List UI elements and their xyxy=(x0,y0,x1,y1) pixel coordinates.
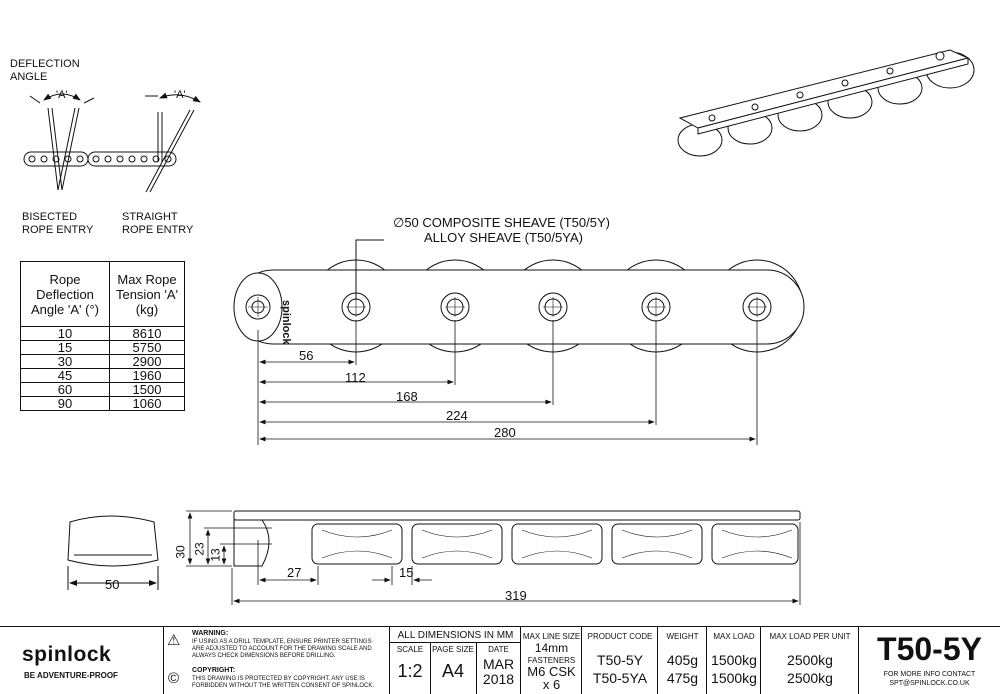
top-view xyxy=(233,259,805,353)
side-dimension-lines xyxy=(186,510,801,605)
side-view xyxy=(233,510,801,567)
warning-title: WARNING: xyxy=(192,630,229,637)
maxline-val: 14mm xyxy=(534,641,569,655)
dim-280: 280 xyxy=(494,425,516,440)
brand-tagline: BE ADVENTURE-PROOF xyxy=(24,671,118,680)
top-dimension-lines xyxy=(257,320,758,445)
date-year: 2018 xyxy=(482,671,515,687)
bisected-line1: BISECTED xyxy=(22,211,78,223)
dim-15: 15 xyxy=(399,565,414,580)
deflection-title-line2: ANGLE xyxy=(10,71,48,83)
copyright-text: THIS DRAWING IS PROTECTED BY COPYRIGHT. … xyxy=(192,676,375,689)
bisected-line2: ROPE ENTRY xyxy=(22,224,94,236)
product-cell: T50-5Y FOR MORE INFO CONTACT SPT@SPINLOC… xyxy=(858,627,1000,694)
deflection-diagram xyxy=(23,92,201,193)
callout-line2: ALLOY SHEAVE (T50/5YA) xyxy=(424,230,583,245)
copyright-title: COPYRIGHT: xyxy=(192,667,236,674)
fasteners-count: x 6 xyxy=(542,677,561,692)
weight-head: WEIGHT xyxy=(666,632,699,641)
maxline-head: MAX LINE SIZE xyxy=(522,632,581,641)
callout-line1: ∅50 COMPOSITE SHEAVE (T50/5Y) xyxy=(393,215,610,230)
straight-line2: ROPE ENTRY xyxy=(122,224,194,236)
dim-319: 319 xyxy=(505,588,527,603)
product-code-large: T50-5Y xyxy=(877,631,982,667)
dim-168: 168 xyxy=(396,389,418,404)
load-cell: MAX LOAD 1500kg 1500kg xyxy=(706,627,761,694)
end-view xyxy=(67,515,159,590)
unitload-1: 2500kg xyxy=(787,652,833,668)
date-head: DATE xyxy=(488,645,509,654)
weight-1: 405g xyxy=(666,652,699,668)
dim-27: 27 xyxy=(287,565,302,580)
fasteners-head: FASTENERS xyxy=(527,656,576,665)
weight-cell: WEIGHT 405g 475g xyxy=(657,627,707,694)
page-val: A4 xyxy=(441,661,465,681)
contact-email: SPT@SPINLOCK.CO.UK xyxy=(889,680,970,687)
dim-23: 23 xyxy=(192,542,207,556)
angle-label-right: 'A' xyxy=(174,89,186,101)
load-1: 1500kg xyxy=(711,652,757,668)
dim-50: 50 xyxy=(105,577,120,592)
copyright-icon: © xyxy=(168,670,180,687)
date-month: MAR xyxy=(482,656,515,672)
tension-table: Rope Deflection Angle 'A' (°) Max Rope T… xyxy=(20,261,185,411)
code-cell: PRODUCT CODE T50-5Y T50-5YA xyxy=(581,627,658,694)
table-header-angle: Rope Deflection Angle 'A' (°) xyxy=(20,261,110,327)
warning-icon: ⚠ xyxy=(167,632,181,649)
callout-leader xyxy=(355,239,384,300)
scale-val: 1:2 xyxy=(397,661,423,681)
isometric-view xyxy=(677,49,975,157)
fasteners-val: M6 CSK xyxy=(527,664,576,679)
table-header-tension: Max Rope Tension 'A' (kg) xyxy=(109,261,185,327)
load-2: 1500kg xyxy=(711,670,757,686)
deflection-title-line1: DEFLECTION xyxy=(10,58,80,70)
warning-text: IF USING AS A DRILL TEMPLATE, ENSURE PRI… xyxy=(192,639,372,659)
dim-56: 56 xyxy=(299,348,314,363)
code-2: T50-5YA xyxy=(592,670,648,686)
code-1: T50-5Y xyxy=(597,652,643,668)
dim-13: 13 xyxy=(208,548,223,562)
brand-logo: spinlock xyxy=(22,643,112,666)
unit-load-cell: MAX LOAD PER UNIT 2500kg 2500kg xyxy=(760,627,859,694)
weight-2: 475g xyxy=(666,670,699,686)
line-size-cell: MAX LINE SIZE 14mm FASTENERS M6 CSK x 6 xyxy=(520,627,582,694)
dim-30: 30 xyxy=(173,545,188,559)
contact-line1: FOR MORE INFO CONTACT xyxy=(883,671,976,678)
unitload-head: MAX LOAD PER UNIT xyxy=(769,632,851,641)
warning-cell: ⚠ WARNING: IF USING AS A DRILL TEMPLATE,… xyxy=(163,627,390,694)
technical-drawing xyxy=(23,49,975,605)
dim-224: 224 xyxy=(446,408,468,423)
unitload-2: 2500kg xyxy=(787,670,833,686)
code-head: PRODUCT CODE xyxy=(587,632,653,641)
title-block: spinlock BE ADVENTURE-PROOF ⚠ WARNING: I… xyxy=(0,626,1000,694)
part-brand-mark: spinlock xyxy=(280,300,292,345)
straight-line1: STRAIGHT xyxy=(122,211,178,223)
dims-cell: ALL DIMENSIONS IN MM SCALE 1:2 PAGE SIZE… xyxy=(389,627,521,694)
scale-head: SCALE xyxy=(396,645,424,654)
page-head: PAGE SIZE xyxy=(432,645,474,654)
dim-112: 112 xyxy=(345,370,366,385)
load-head: MAX LOAD xyxy=(713,632,755,641)
all-dims: ALL DIMENSIONS IN MM xyxy=(397,630,514,641)
angle-label-left: 'A' xyxy=(56,89,68,101)
